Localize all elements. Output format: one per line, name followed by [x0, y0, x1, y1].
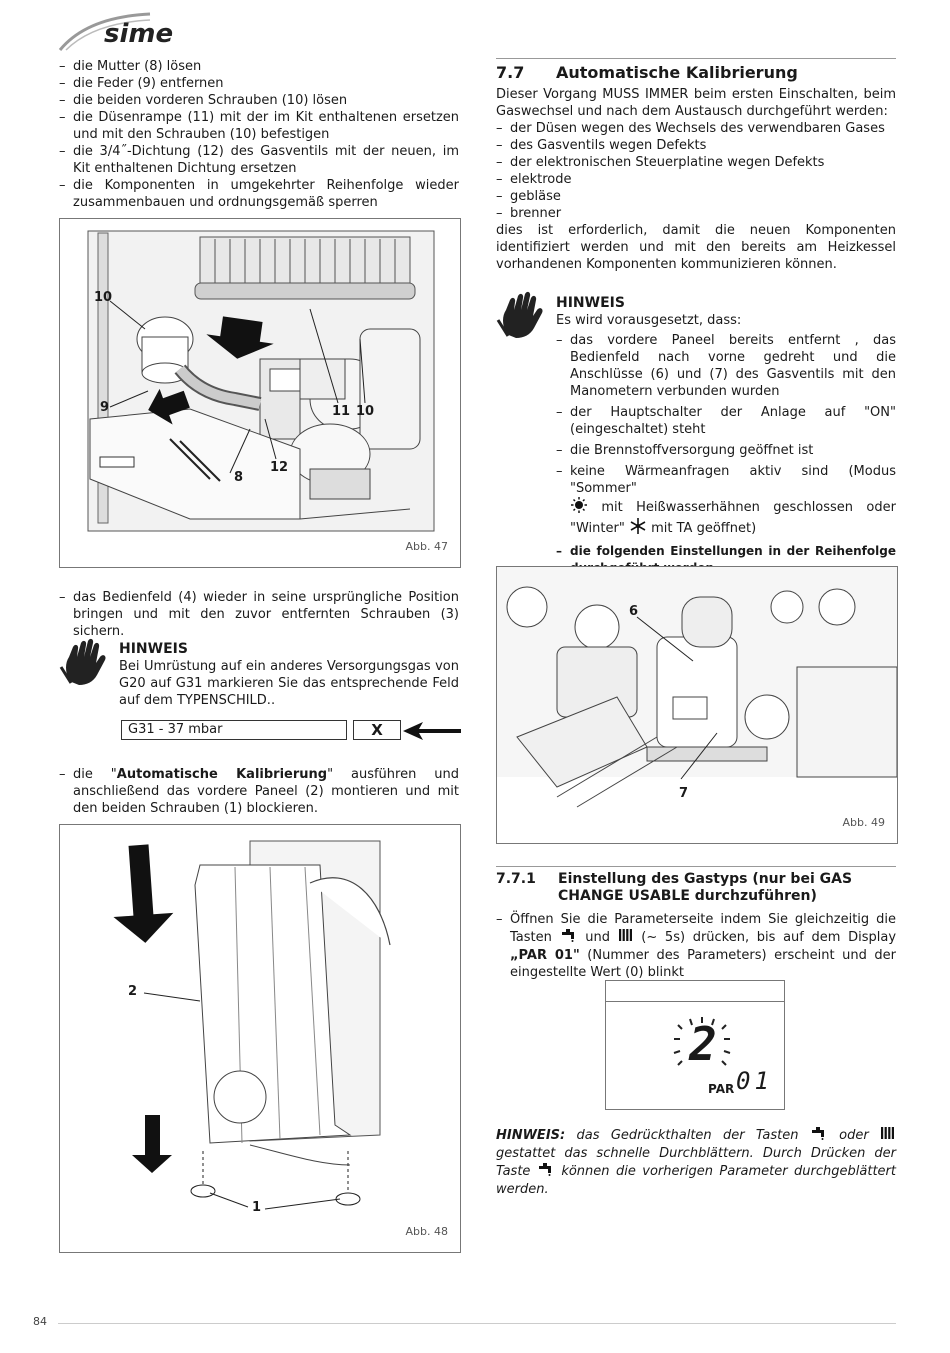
sime-logo: sime — [58, 8, 188, 52]
list-item: der Düsen wegen des Wechsels des verwend… — [496, 120, 896, 137]
radiator-icon — [618, 928, 634, 947]
callout-11: 11 — [332, 404, 351, 419]
step-list-top: die Mutter (8) lösen die Feder (9) entfe… — [59, 58, 459, 211]
list-item: Öffnen Sie die Parameterseite indem Sie … — [496, 911, 896, 981]
list-item: brenner — [496, 205, 896, 222]
figure-48: 2 1 Abb. 48 — [59, 824, 461, 1253]
reason-list: der Düsen wegen des Wechsels des verwend… — [496, 120, 896, 222]
note-block: HINWEIS: das Gedrückthalten der Tasten o… — [496, 1126, 896, 1197]
section-intro: Dieser Vorgang MUSS IMMER beim ersten Ei… — [496, 87, 896, 119]
lcd-digit: 2 — [689, 1017, 717, 1071]
warning-hand-icon — [496, 290, 548, 342]
hinweis-right: HINWEIS Es wird vorausgesetzt, dass: das… — [556, 295, 896, 577]
footer-divider — [58, 1323, 896, 1324]
callout-7: 7 — [679, 786, 689, 801]
tap-icon — [810, 1126, 828, 1145]
list-item: die Feder (9) entfernen — [59, 75, 459, 92]
list-item: die Brennstoffversorgung geöffnet ist — [556, 442, 896, 459]
svg-text:sime: sime — [104, 19, 173, 49]
snowflake-icon — [629, 518, 647, 539]
list-item: keine Wärmeanfragen aktiv sind (Modus "S… — [556, 463, 896, 539]
list-item: die "Automatische Kalibrierung" ausführe… — [59, 766, 459, 817]
gas-type-checkbox: X — [353, 720, 401, 740]
radiator-icon — [880, 1126, 896, 1145]
list-item: die Düsenrampe (11) mit der im Kit entha… — [59, 109, 459, 143]
front-panel-illustration — [113, 840, 391, 1210]
type-plate-field: G31 - 37 mbar X — [121, 720, 461, 742]
lcd-label: PAR — [708, 1082, 735, 1096]
list-item: gebläse — [496, 188, 896, 205]
list-item: die beiden vorderen Schrauben (10) lösen — [59, 92, 459, 109]
list-item: des Gasventils wegen Defekts — [496, 137, 896, 154]
callout-6: 6 — [629, 604, 639, 619]
arrow-left-icon — [403, 722, 461, 740]
gas-valve-ports-illustration — [497, 567, 897, 808]
subsection-block: 7.7.1 Einstellung des Gastyps (nur bei G… — [496, 866, 896, 981]
tap-icon — [537, 1162, 555, 1181]
callout-9: 9 — [100, 400, 110, 415]
lcd-value: 01 — [736, 1067, 773, 1095]
callout-1: 1 — [252, 1200, 262, 1215]
hinweis-text: Bei Umrüstung auf ein anderes Versorgung… — [119, 659, 459, 708]
param-step: Öffnen Sie die Parameterseite indem Sie … — [496, 911, 896, 981]
step-calib-block: die "Automatische Kalibrierung" ausführe… — [59, 766, 459, 817]
blink-rays — [673, 1017, 731, 1066]
figure-caption: Abb. 48 — [405, 1225, 448, 1238]
hinweis-lead: Es wird vorausgesetzt, dass: — [556, 313, 742, 328]
list-item: das Bedienfeld (4) wieder in seine urspr… — [59, 589, 459, 640]
boiler-gas-valve-illustration — [87, 230, 435, 532]
callout-10-right: 10 — [356, 404, 375, 419]
warning-hand-icon — [59, 637, 111, 689]
lcd-display: 2 PAR 01 — [605, 980, 785, 1110]
list-item: die Komponenten in umgekehrter Reihenfol… — [59, 177, 459, 211]
callout-12: 12 — [270, 460, 289, 475]
callout-10-left: 10 — [94, 290, 113, 305]
hinweis-title: HINWEIS — [556, 295, 625, 311]
list-item: elektrode — [496, 171, 896, 188]
precondition-list: das vordere Paneel bereits entfernt , da… — [556, 332, 896, 577]
figure-47: 10 9 11 10 12 8 Abb. 47 — [59, 218, 461, 568]
figure-caption: Abb. 49 — [842, 816, 885, 829]
left-column: die Mutter (8) lösen die Feder (9) entfe… — [59, 58, 459, 211]
step-panel-block: das Bedienfeld (4) wieder in seine urspr… — [59, 589, 459, 640]
hinweis-left: HINWEIS Bei Umrüstung auf ein anderes Ve… — [119, 641, 459, 709]
list-item: das vordere Paneel bereits entfernt , da… — [556, 332, 896, 400]
figure-caption: Abb. 47 — [405, 540, 448, 553]
list-item: der elektronischen Steuerplatine wegen D… — [496, 154, 896, 171]
list-item: die 3/4˝-Dichtung (12) des Gasventils mi… — [59, 143, 459, 177]
callout-2: 2 — [128, 984, 138, 999]
figure-49: 6 7 Abb. 49 — [496, 566, 898, 844]
hinweis-title: HINWEIS — [119, 641, 188, 657]
callout-8: 8 — [234, 470, 244, 485]
section-after: dies ist erforderlich, damit die neuen K… — [496, 223, 896, 272]
page-number: 84 — [33, 1315, 47, 1328]
sun-icon — [570, 497, 588, 518]
list-item: die Mutter (8) lösen — [59, 58, 459, 75]
list-item: der Hauptschalter der Anlage auf "ON" (e… — [556, 404, 896, 438]
gas-type-label: G31 - 37 mbar — [121, 720, 347, 740]
tap-icon — [560, 928, 578, 947]
subsection-heading: 7.7.1 Einstellung des Gastyps (nur bei G… — [496, 866, 896, 905]
